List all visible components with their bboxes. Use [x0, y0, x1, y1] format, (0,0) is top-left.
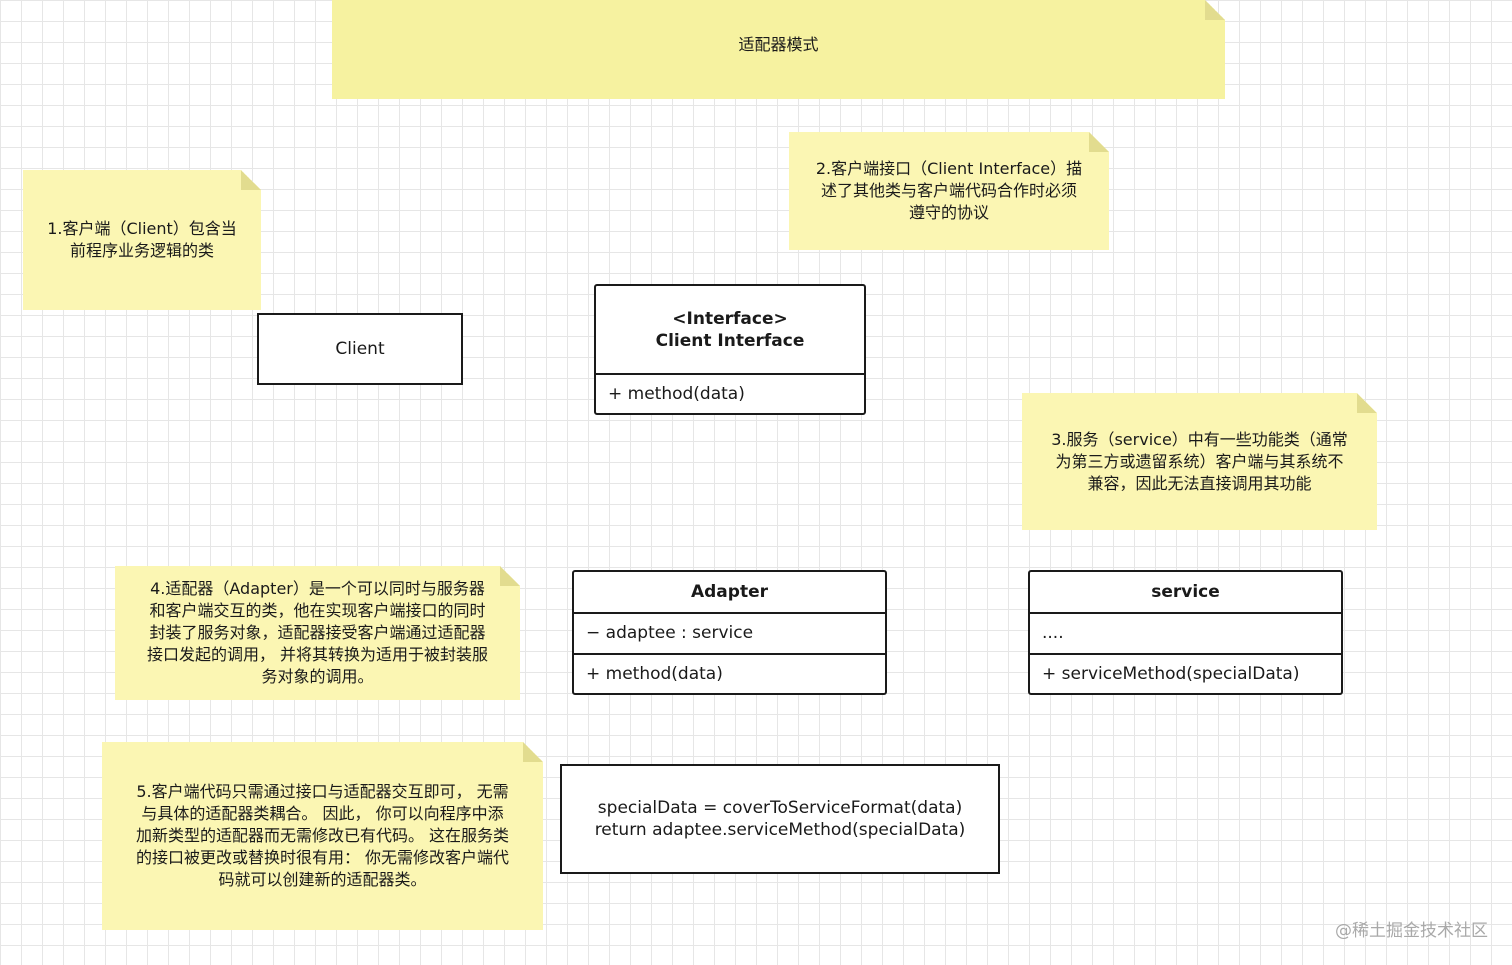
note-client-interface: 2.客户端接口（Client Interface）描 述了其他类与客户端代码合作… — [789, 132, 1109, 250]
client-class-box[interactable]: Client — [257, 313, 463, 385]
service-method: + serviceMethod(specialData) — [1042, 663, 1300, 684]
note-client-code-text: 5.客户端代码只需通过接口与适配器交互即可， 无需 与具体的适配器类耦合。 因此… — [135, 782, 510, 889]
client-interface-header: <Interface> Client Interface — [596, 286, 864, 375]
adapter-code-box[interactable]: specialData = coverToServiceFormat(data)… — [560, 764, 1000, 874]
client-interface-class-box[interactable]: <Interface> Client Interface + method(da… — [594, 284, 866, 415]
note-service: 3.服务（service）中有一些功能类（通常 为第三方或遗留系统）客户端与其系… — [1022, 393, 1377, 530]
note-service-text: 3.服务（service）中有一些功能类（通常 为第三方或遗留系统）客户端与其系… — [1051, 429, 1348, 493]
client-class-label: Client — [335, 339, 385, 359]
adapter-method: + method(data) — [586, 663, 723, 684]
diagram-title: 适配器模式 — [738, 34, 819, 54]
note-adapter-text: 4.适配器（Adapter）是一个可以同时与服务器 和客户端交互的类，他在实现客… — [146, 579, 489, 686]
note-client-code: 5.客户端代码只需通过接口与适配器交互即可， 无需 与具体的适配器类耦合。 因此… — [102, 742, 543, 930]
adapter-field: − adaptee : service — [574, 614, 885, 655]
service-field: .... — [1030, 614, 1341, 655]
service-header: service — [1030, 572, 1341, 614]
title-note: 适配器模式 — [332, 0, 1225, 99]
adapter-class-box[interactable]: Adapter − adaptee : service + method(dat… — [572, 570, 887, 695]
note-client-text: 1.客户端（Client）包含当 前程序业务逻辑的类 — [47, 219, 237, 260]
note-adapter: 4.适配器（Adapter）是一个可以同时与服务器 和客户端交互的类，他在实现客… — [115, 566, 520, 700]
client-interface-method: + method(data) — [608, 384, 745, 404]
adapter-header: Adapter — [574, 572, 885, 614]
service-class-box[interactable]: service .... + serviceMethod(specialData… — [1028, 570, 1343, 695]
note-client-interface-text: 2.客户端接口（Client Interface）描 述了其他类与客户端代码合作… — [815, 159, 1083, 222]
note-client: 1.客户端（Client）包含当 前程序业务逻辑的类 — [23, 170, 261, 310]
watermark: @稀土掘金技术社区 — [1335, 921, 1488, 941]
adapter-code-text: specialData = coverToServiceFormat(data)… — [594, 798, 966, 840]
